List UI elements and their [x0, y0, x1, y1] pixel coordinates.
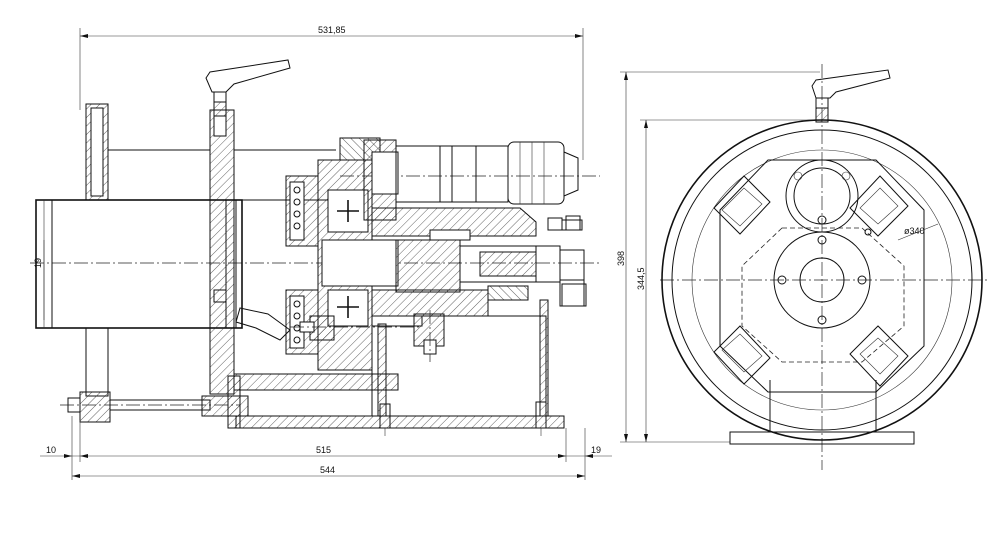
left-cylinder-body	[35, 199, 243, 329]
dimension-side-outer: 398	[616, 71, 820, 443]
dim-overall-top-label: 531,85	[318, 25, 346, 35]
clamp-pad-lower-left	[713, 325, 771, 385]
dimension-left-vertical: 19	[33, 200, 45, 328]
dim-left-offset-label: 10	[46, 445, 56, 455]
dim-right-offset-label: 19	[591, 445, 601, 455]
side-base-plate	[729, 431, 915, 445]
dim-small-vertical-label: 19	[33, 258, 43, 268]
dimension-side-inner: 344,5	[636, 119, 820, 442]
center-wall	[209, 109, 235, 395]
dim-side-inner-label: 344,5	[636, 267, 646, 290]
dim-base-length-label: 515	[316, 445, 331, 455]
dim-overall-bottom-label: 544	[320, 465, 335, 475]
clamp-pad-upper-left	[713, 175, 771, 235]
dimension-overall-top: 531,85	[79, 25, 584, 160]
lower-frame	[233, 373, 399, 391]
octagonal-frame	[719, 159, 925, 393]
clamp-pad-lower-right	[849, 325, 909, 387]
dimension-bottom: 10 515 19 544	[40, 416, 612, 480]
side-view: 398 344,5	[616, 64, 990, 470]
side-lever-icon	[811, 69, 891, 123]
dim-disc-diameter-label: ø340	[904, 226, 925, 236]
clamp-pad-upper-right	[849, 175, 909, 237]
micrometer-head	[395, 141, 579, 205]
dim-side-outer-label: 398	[616, 251, 626, 266]
section-view: 531,85	[30, 25, 612, 480]
base-plate	[235, 415, 565, 429]
clamp-lever-icon	[205, 59, 291, 117]
